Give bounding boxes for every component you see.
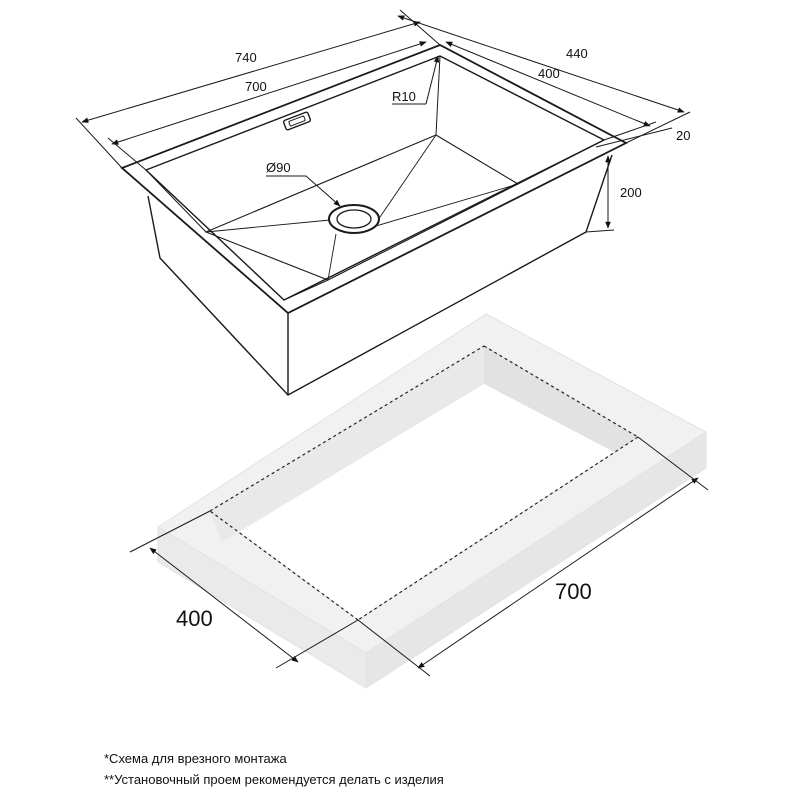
sink-body <box>120 44 628 396</box>
cutout-right-wall <box>484 346 638 452</box>
dim-bowl-width: 400 <box>538 66 560 81</box>
dim-bowl-length: 700 <box>245 79 267 94</box>
bowl-edge-back <box>435 55 441 136</box>
dim-overall-width: 440 <box>566 46 588 61</box>
dim-cutout-width: 400 <box>176 606 213 631</box>
dim-depth: 200 <box>620 185 642 200</box>
drain-inner <box>336 209 372 229</box>
cutout-back-wall <box>210 346 484 542</box>
footnotes: *Схема для врезного монтажа **Установочн… <box>104 748 444 790</box>
cutout-dimension-lines <box>129 436 709 677</box>
sink-inner-rim <box>144 55 606 301</box>
drain-outer <box>328 204 380 234</box>
bowl-edge-front <box>283 279 329 301</box>
sink-bowl-bottom <box>204 134 520 281</box>
countertop-slab <box>157 313 707 689</box>
cutout-dimension-labels: 400 700 <box>176 579 592 631</box>
sink-dimension-lines <box>75 9 691 233</box>
dim-overall-length: 740 <box>235 50 257 65</box>
dim-cutout-length: 700 <box>555 579 592 604</box>
drain-grooves <box>205 134 519 281</box>
overflow-slot <box>282 111 312 131</box>
footnote-installation-scheme: *Схема для врезного монтажа <box>104 751 287 766</box>
countertop-right-edge <box>365 431 707 689</box>
footnote-cutout-recommendation: **Установочный проем рекомендуется делат… <box>104 772 444 787</box>
bowl-edge-left <box>145 169 207 233</box>
dim-corner-radius: R10 <box>392 89 416 104</box>
sink-dimension-labels: 740 700 440 400 R10 Ø90 200 20 <box>235 46 690 200</box>
dim-flange: 20 <box>676 128 690 143</box>
dim-drain-diameter: Ø90 <box>266 160 291 175</box>
bowl-edge-right <box>517 139 605 185</box>
